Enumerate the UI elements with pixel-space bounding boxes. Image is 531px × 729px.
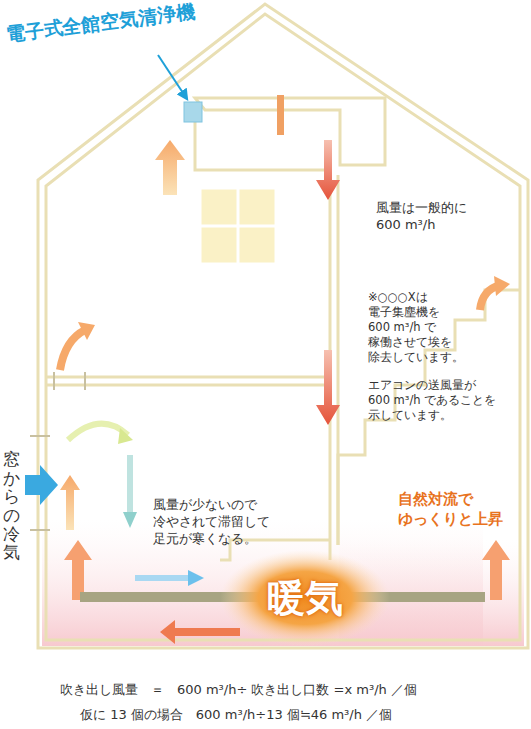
label-text: 風量が少ないので 冷やされて滞留して 足元が寒くなる。	[153, 497, 270, 548]
label-text: 仮に 13 個の場合 600 m³/h÷13 個≒46 m³/h ／個	[80, 707, 392, 724]
label-text: 風量は一般的に 600 m³/h	[376, 200, 467, 234]
label-text: エアコンの送風量が 600 m³/h であることを 示しています。	[368, 378, 496, 423]
label-text: ※○○○Xは 電子集塵機を 600 m³/h で 稼働させて埃を 除去しています…	[368, 290, 464, 365]
label-text: 吹き出し風量 ＝ 600 m³/h÷ 吹き出し口数 =x m³/h ／個	[60, 682, 417, 699]
label-text: 自然対流で ゆっくりと上昇	[398, 490, 503, 529]
warm-air-text: 暖気	[267, 573, 343, 624]
label-text: 窓からの冷気	[3, 450, 20, 562]
warm-air-glow: 暖気	[259, 569, 351, 628]
label-text: 電子式全館空気清浄機	[4, 0, 196, 47]
